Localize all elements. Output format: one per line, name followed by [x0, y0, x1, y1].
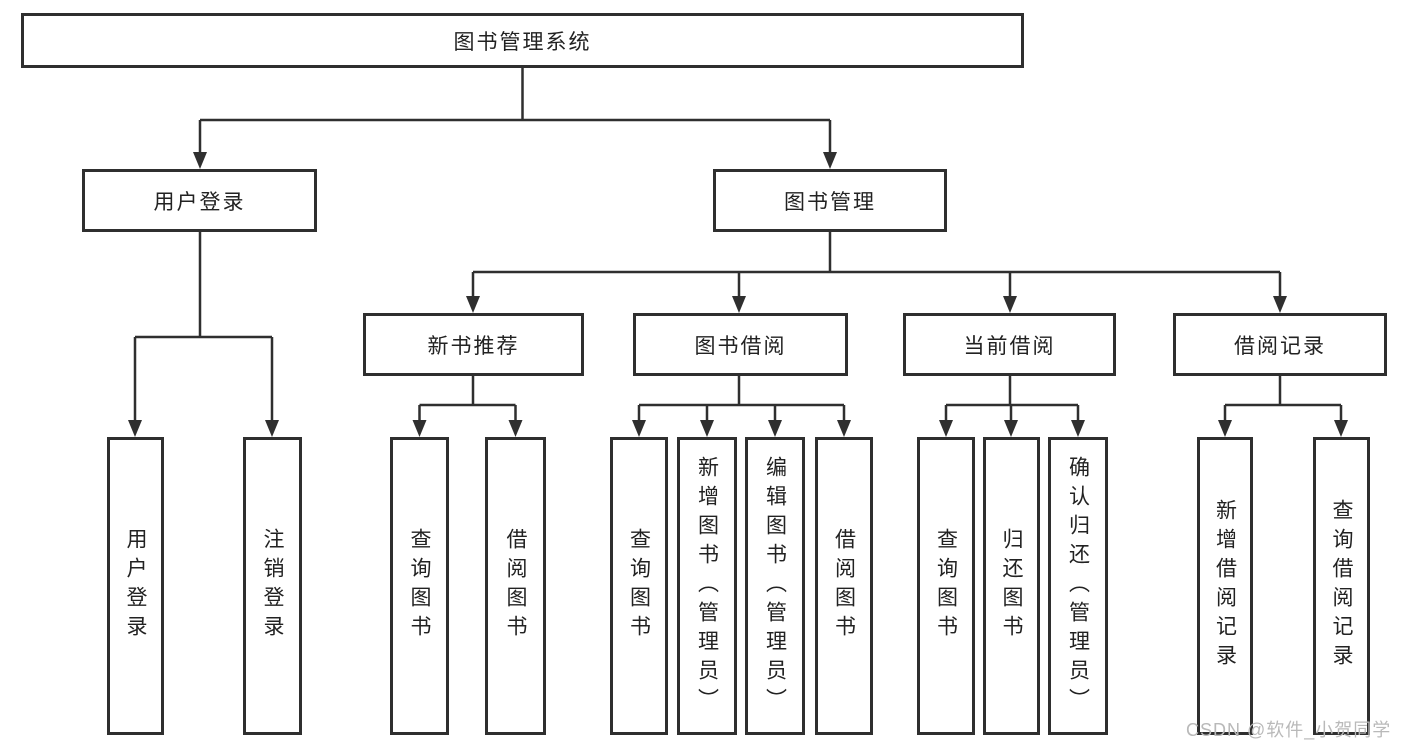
leaf-confirm-return-admin: 确认归还（管理员） — [1048, 437, 1108, 735]
node-root-label: 图书管理系统 — [453, 30, 592, 54]
leaf-logout: 注销登录 — [243, 437, 302, 735]
node-current-borrow: 当前借阅 — [903, 313, 1116, 376]
node-book-borrow-label: 图书借阅 — [694, 334, 787, 358]
leaf-borrow-books-borrow: 借阅图书 — [815, 437, 873, 735]
node-book-management: 图书管理 — [713, 169, 947, 232]
leaf-edit-book-admin-label: 编辑图书（管理员） — [763, 455, 787, 717]
leaf-borrow-books-borrow-label: 借阅图书 — [832, 528, 856, 644]
leaf-query-books-newbook-label: 查询图书 — [408, 528, 431, 644]
leaf-borrow-books-newbook-label: 借阅图书 — [504, 528, 527, 644]
leaf-query-books-borrow: 查询图书 — [610, 437, 668, 735]
leaf-return-book-label: 归还图书 — [1000, 528, 1023, 644]
leaf-add-book-admin: 新增图书（管理员） — [677, 437, 737, 735]
leaf-edit-book-admin: 编辑图书（管理员） — [745, 437, 805, 735]
node-book-borrow: 图书借阅 — [633, 313, 848, 376]
leaf-user-login: 用户登录 — [107, 437, 164, 735]
leaf-query-books-borrow-label: 查询图书 — [627, 528, 651, 644]
node-new-book-recommend-label: 新书推荐 — [427, 334, 520, 358]
node-new-book-recommend: 新书推荐 — [363, 313, 584, 376]
leaf-borrow-books-newbook: 借阅图书 — [485, 437, 546, 735]
leaf-add-borrow-record-label: 新增借阅记录 — [1213, 499, 1237, 673]
leaf-add-borrow-record: 新增借阅记录 — [1197, 437, 1253, 735]
node-book-management-label: 图书管理 — [784, 190, 876, 214]
node-borrow-records-label: 借阅记录 — [1234, 334, 1326, 358]
leaf-query-books-newbook: 查询图书 — [390, 437, 449, 735]
leaf-query-books-current: 查询图书 — [917, 437, 975, 735]
leaf-user-login-label: 用户登录 — [124, 528, 147, 644]
node-root: 图书管理系统 — [21, 13, 1024, 68]
node-current-borrow-label: 当前借阅 — [963, 334, 1056, 358]
csdn-watermark: CSDN @软件_小贺同学 — [1186, 720, 1392, 740]
leaf-query-borrow-record-label: 查询借阅记录 — [1330, 499, 1353, 673]
node-user-login-label: 用户登录 — [153, 190, 246, 214]
node-user-login: 用户登录 — [82, 169, 317, 232]
leaf-logout-label: 注销登录 — [261, 528, 284, 644]
leaf-add-book-admin-label: 新增图书（管理员） — [695, 455, 719, 717]
leaf-query-borrow-record: 查询借阅记录 — [1313, 437, 1370, 735]
leaf-query-books-current-label: 查询图书 — [934, 528, 958, 644]
leaf-confirm-return-admin-label: 确认归还（管理员） — [1066, 455, 1090, 717]
leaf-return-book: 归还图书 — [983, 437, 1040, 735]
node-borrow-records: 借阅记录 — [1173, 313, 1387, 376]
